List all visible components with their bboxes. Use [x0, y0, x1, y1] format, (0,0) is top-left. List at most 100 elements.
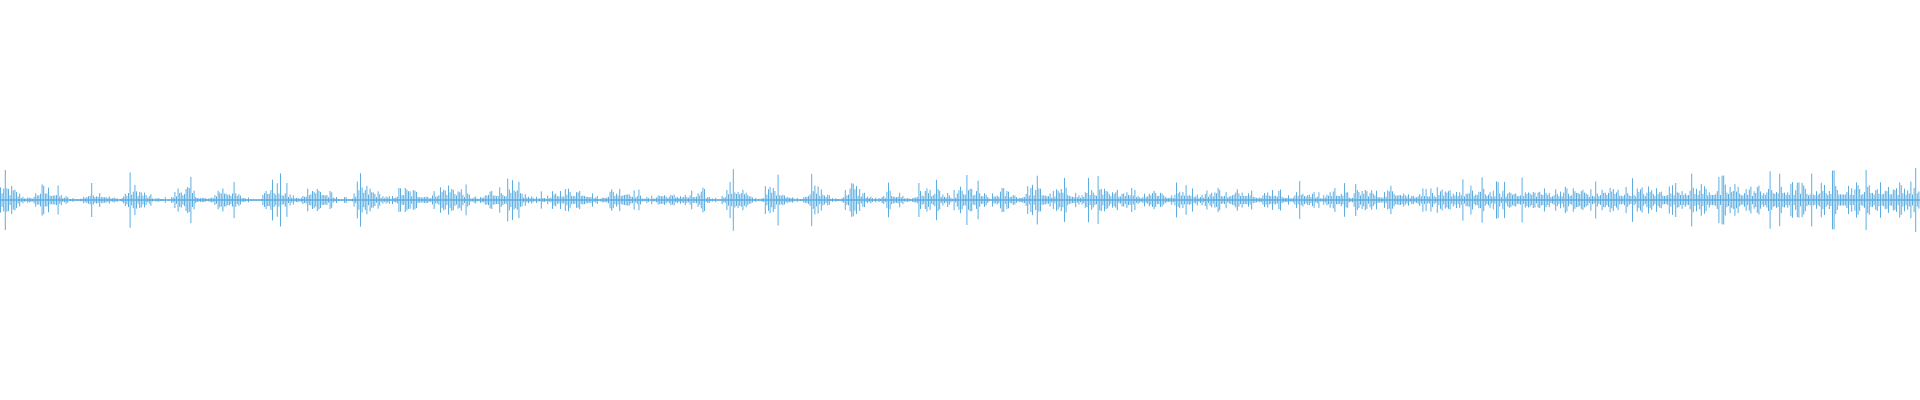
waveform-sample [995, 196, 997, 204]
waveform-sample [596, 196, 598, 204]
waveform-sample [912, 198, 913, 202]
waveform-sample [1168, 198, 1169, 202]
waveform-sample [1390, 185, 1392, 215]
waveform-sample [1696, 188, 1697, 212]
waveform-sample [1184, 195, 1185, 205]
waveform-sample [689, 195, 691, 205]
waveform-sample [1384, 192, 1385, 208]
waveform-sample [440, 187, 441, 213]
waveform-sample [612, 191, 614, 209]
waveform-sample [225, 193, 227, 207]
waveform-sample [745, 192, 747, 208]
waveform-sample [1824, 184, 1825, 216]
waveform-sample [1870, 193, 1872, 207]
waveform-sample [382, 196, 384, 204]
waveform-sample [1860, 195, 1862, 206]
waveform-sample [1576, 193, 1577, 208]
waveform-sample [1817, 194, 1819, 206]
waveform-sample [1654, 195, 1656, 205]
waveform-sample [460, 189, 462, 211]
waveform-sample [1057, 190, 1059, 210]
waveform-sample [537, 198, 539, 202]
waveform-sample [396, 196, 398, 204]
waveform-sample [1873, 194, 1875, 206]
waveform-sample [1179, 191, 1181, 209]
waveform-sample [137, 196, 139, 204]
waveform-sample [1308, 194, 1310, 206]
waveform-sample [526, 197, 528, 203]
waveform-sample [1832, 170, 1833, 230]
waveform-sample [1286, 197, 1288, 203]
waveform-sample [222, 188, 224, 212]
waveform-sample [1190, 196, 1192, 204]
waveform-sample [224, 193, 225, 207]
waveform-sample [379, 194, 381, 206]
waveform-sample [492, 195, 494, 205]
waveform-sample [1240, 196, 1241, 204]
waveform-sample [393, 198, 395, 202]
waveform-sample [1803, 185, 1805, 215]
waveform-sample [155, 198, 157, 202]
waveform-sample [68, 199, 70, 201]
waveform-sample [1310, 197, 1312, 203]
waveform-sample [216, 196, 217, 204]
waveform-sample [1377, 197, 1379, 203]
waveform-sample [1865, 170, 1867, 230]
waveform-sample [928, 193, 929, 207]
waveform-sample [1196, 194, 1198, 206]
waveform-sample [1008, 191, 1009, 209]
waveform-sample [1572, 188, 1574, 212]
waveform-sample [9, 195, 11, 205]
waveform-sample [606, 197, 608, 203]
waveform-sample [1908, 193, 1910, 207]
waveform-sample [345, 197, 347, 203]
waveform-sample [161, 198, 163, 202]
waveform-sample [1699, 190, 1701, 210]
waveform-sample [1254, 197, 1256, 203]
waveform-sample [972, 195, 974, 205]
waveform-sample [1457, 196, 1459, 204]
waveform-sample [536, 196, 537, 203]
waveform-sample [969, 188, 971, 212]
waveform-sample [1400, 195, 1401, 205]
waveform-sample [660, 196, 662, 204]
waveform-sample [1056, 189, 1057, 211]
waveform-sample [166, 199, 168, 201]
waveform-sample [704, 189, 705, 211]
waveform-sample [190, 176, 192, 224]
waveform-sample [35, 193, 37, 207]
waveform-sample [1376, 190, 1377, 210]
waveform-sample [1328, 195, 1329, 205]
waveform-sample [886, 191, 888, 209]
waveform-sample [1257, 198, 1259, 202]
waveform-sample [1371, 190, 1373, 210]
waveform-sample [577, 192, 579, 208]
waveform-sample [1627, 193, 1629, 207]
waveform-sample [1598, 196, 1600, 204]
waveform-sample [1108, 194, 1110, 206]
waveform-sample [1361, 191, 1363, 209]
waveform-sample [230, 195, 232, 204]
waveform-sample [452, 189, 454, 211]
waveform-sample [1227, 197, 1229, 203]
waveform-sample [1912, 194, 1913, 206]
waveform-sample [1555, 189, 1557, 211]
waveform-sample [1428, 196, 1430, 204]
waveform-sample [1091, 190, 1093, 210]
waveform-sample [1222, 196, 1224, 204]
waveform-sample [931, 196, 933, 204]
waveform-sample [433, 191, 435, 209]
waveform-sample [1, 193, 3, 207]
waveform-sample [1088, 177, 1089, 223]
waveform-sample [587, 196, 589, 204]
waveform-sample [430, 197, 432, 203]
waveform-sample [907, 198, 909, 202]
waveform-sample [1238, 193, 1240, 207]
waveform-sample [22, 196, 24, 204]
waveform-sample [148, 196, 150, 204]
waveform-sample [699, 195, 701, 205]
waveform-sample [1236, 189, 1238, 211]
waveform-sample [1452, 193, 1454, 207]
waveform-sample [1409, 198, 1411, 202]
waveform-sample [160, 199, 161, 201]
